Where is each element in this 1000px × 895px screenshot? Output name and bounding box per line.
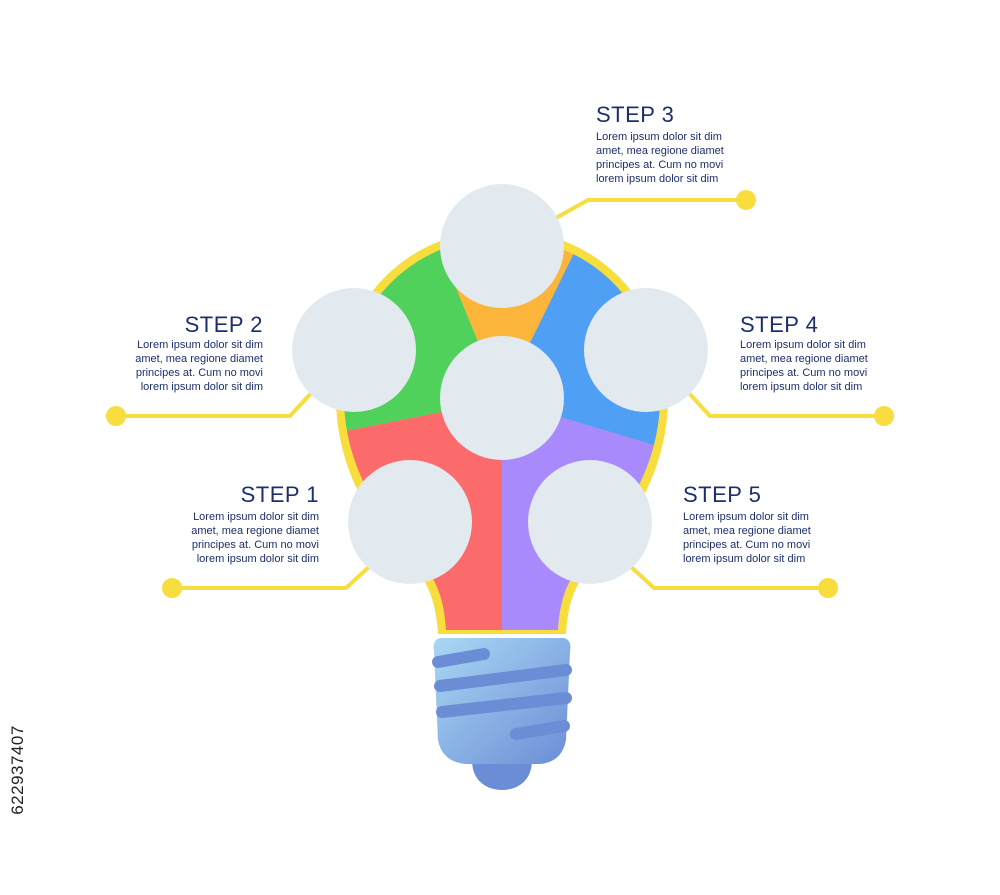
stock-id-watermark: 622937407 [6, 655, 30, 885]
step-circles [292, 184, 708, 584]
circle-step-4 [584, 288, 708, 412]
circle-step-2 [292, 288, 416, 412]
step-1-text: Lorem ipsum dolor sit dim amet, mea regi… [191, 511, 319, 565]
step-2-text: Lorem ipsum dolor sit dim amet, mea regi… [135, 339, 263, 393]
step-3-text: Lorem ipsum dolor sit dim amet, mea regi… [596, 131, 724, 185]
bulb-base [432, 638, 572, 790]
step-5-title: STEP 5 [683, 482, 762, 507]
connector-dot-step-3 [736, 190, 756, 210]
connector-dot-step-2 [106, 406, 126, 426]
connector-step-3 [554, 198, 748, 220]
connector-step-1 [170, 564, 372, 590]
connector-step-2 [114, 388, 316, 418]
step-4-title: STEP 4 [740, 312, 819, 337]
step-4-text: Lorem ipsum dolor sit dim amet, mea regi… [740, 339, 868, 393]
circle-step-1 [348, 460, 472, 584]
connector-step-4 [684, 388, 886, 418]
step-3-title: STEP 3 [596, 102, 675, 127]
connector-dot-step-4 [874, 406, 894, 426]
circle-step-3 [440, 184, 564, 308]
circle-step-5 [528, 460, 652, 584]
bulb-base-cap [472, 760, 532, 790]
connector-dots [106, 190, 894, 598]
circle-center [440, 336, 564, 460]
connector-lines [114, 198, 886, 590]
step-2-title: STEP 2 [184, 312, 263, 337]
bulb-base-threads [432, 648, 572, 740]
stock-id-text: 622937407 [8, 725, 27, 815]
connector-dot-step-5 [818, 578, 838, 598]
connector-dot-step-1 [162, 578, 182, 598]
connector-step-5 [628, 564, 830, 590]
step-1-title: STEP 1 [240, 482, 319, 507]
step-5-text: Lorem ipsum dolor sit dim amet, mea regi… [683, 511, 811, 565]
